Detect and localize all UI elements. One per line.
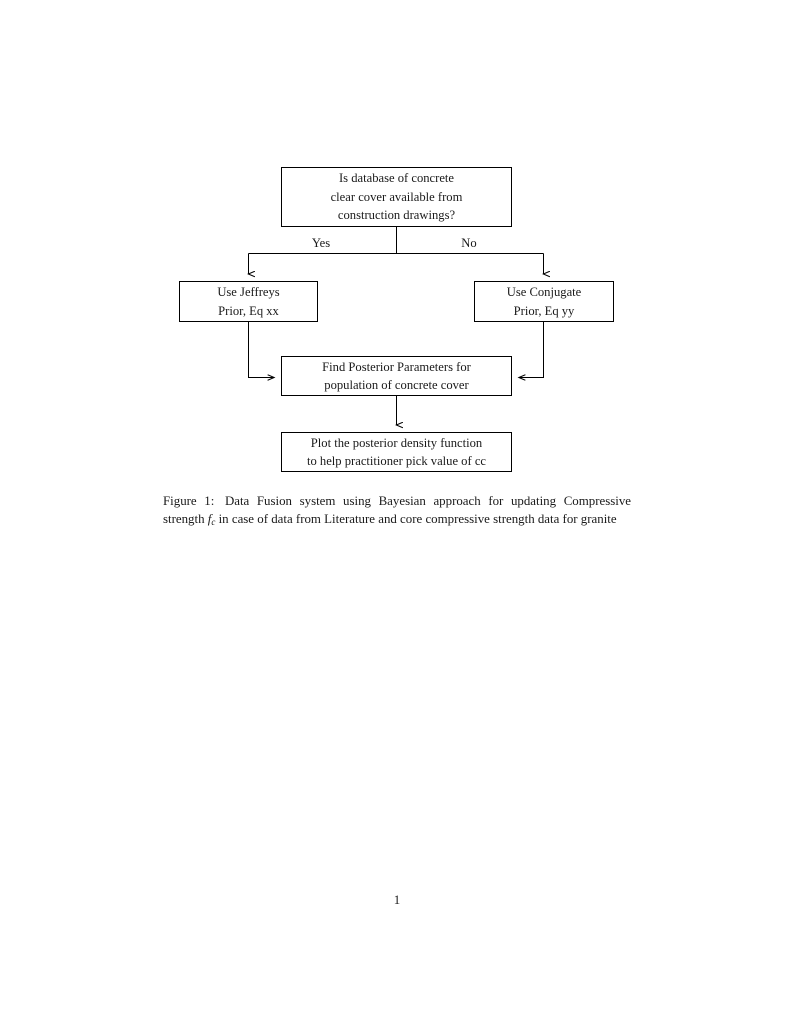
figure-caption: Figure 1: Data Fusion system using Bayes… — [163, 492, 631, 532]
figure-caption-text-before-math: Data Fusion system using Bayesian approa… — [163, 494, 632, 527]
flow-node-question-line3: construction drawings? — [337, 208, 456, 223]
figure-caption-math-symbol: f — [207, 512, 212, 527]
page-number: 1 — [393, 893, 401, 907]
wire-conjugate-to-posterior — [519, 322, 544, 378]
flow-node-question-line2: clear cover available from — [330, 189, 463, 204]
flow-node-plot-line1: Plot the posterior density function — [310, 435, 483, 450]
flow-node-question: Is database of concrete clear cover avai… — [281, 167, 512, 227]
flow-edge-label-no: No — [461, 236, 477, 250]
figure-caption-math-subscript: c — [211, 517, 216, 528]
flow-node-plot-line2: to help practitioner pick value of cc — [306, 454, 487, 468]
flow-node-jeffreys-prior: Use Jeffreys Prior, Eq xx — [179, 281, 318, 322]
figure-flowchart: Is database of concrete clear cover avai… — [0, 0, 794, 490]
flow-node-conjugate-prior: Use Conjugate Prior, Eq yy — [474, 281, 614, 322]
flow-node-posterior-line2: population of concrete cover — [324, 378, 469, 392]
flow-node-question-line1: Is database of concrete — [338, 171, 455, 186]
flowchart-connectors — [0, 227, 794, 490]
flow-node-jeffreys-line1: Use Jeffreys — [217, 285, 280, 299]
figure-caption-text-after-math: in case of data from Literature and core… — [218, 512, 617, 527]
flow-node-posterior-line1: Find Posterior Parameters for — [322, 359, 471, 374]
flow-edge-label-yes: Yes — [311, 236, 331, 250]
flow-node-find-posterior-parameters: Find Posterior Parameters for population… — [281, 356, 512, 396]
wire-jeffreys-to-posterior — [248, 322, 275, 378]
flow-node-conjugate-line1: Use Conjugate — [506, 285, 582, 299]
flow-node-conjugate-line2: Prior, Eq yy — [513, 303, 575, 318]
figure-caption-label: Figure 1: — [163, 494, 215, 508]
flow-node-jeffreys-line2: Prior, Eq xx — [218, 303, 279, 318]
flow-node-plot-posterior-density: Plot the posterior density function to h… — [281, 432, 512, 472]
